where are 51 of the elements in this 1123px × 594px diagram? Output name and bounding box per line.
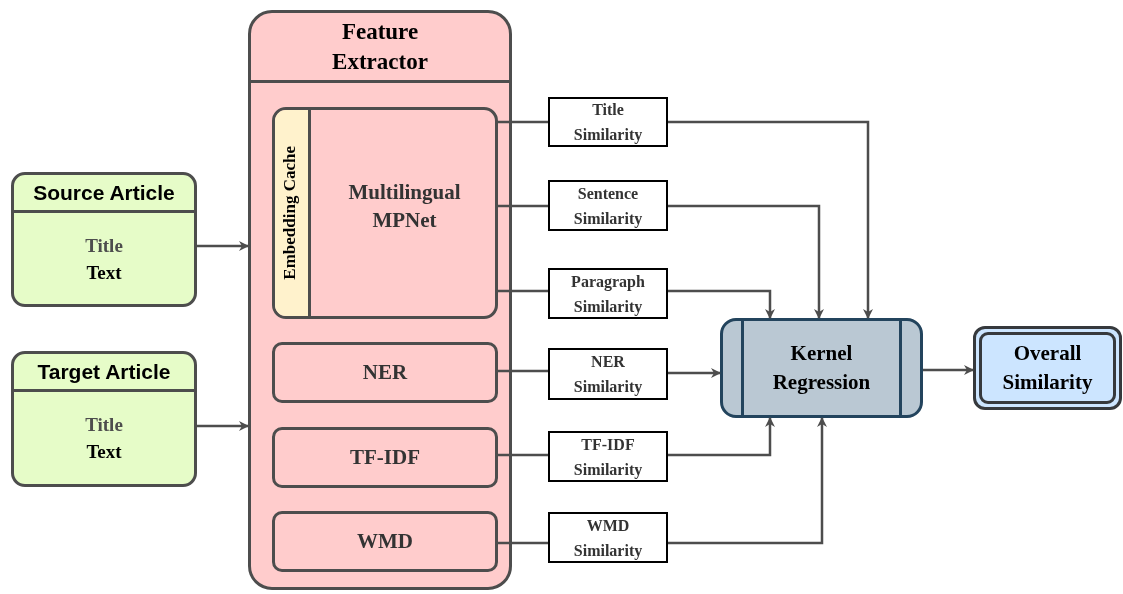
score-label: Paragraph Similarity bbox=[570, 271, 646, 318]
score-label: Sentence Similarity bbox=[572, 183, 644, 230]
cache-strip bbox=[275, 110, 311, 316]
module-box bbox=[272, 342, 498, 403]
score-box bbox=[548, 431, 668, 482]
cache-label: Embedding Cache bbox=[279, 146, 301, 280]
result-box bbox=[973, 326, 1122, 410]
module-box bbox=[272, 427, 498, 488]
arrow bbox=[197, 241, 249, 251]
score-label: NER Similarity bbox=[572, 352, 644, 398]
connector-line bbox=[497, 369, 548, 373]
score-box bbox=[548, 97, 668, 147]
connector-line bbox=[497, 120, 548, 124]
score-box bbox=[548, 512, 668, 563]
arrow bbox=[197, 421, 249, 431]
module-label: TF-IDF bbox=[350, 443, 420, 471]
score-label: WMD Similarity bbox=[572, 515, 644, 562]
score-label: TF-IDF Similarity bbox=[572, 434, 644, 481]
connector-line bbox=[497, 204, 548, 208]
article-card bbox=[11, 172, 197, 307]
arrow bbox=[668, 120, 873, 319]
score-box bbox=[548, 348, 668, 400]
card-heading: Target Article bbox=[14, 354, 194, 392]
article-card bbox=[11, 351, 197, 487]
model-label: Multilingual MPNet bbox=[347, 179, 462, 234]
model-box bbox=[272, 107, 498, 319]
arrow bbox=[668, 417, 827, 545]
score-box bbox=[548, 180, 668, 231]
arrow bbox=[668, 417, 775, 457]
extractor-panel bbox=[248, 10, 512, 590]
arrow bbox=[668, 289, 775, 319]
field-label: Text bbox=[86, 260, 122, 285]
score-box bbox=[548, 268, 668, 319]
process-box bbox=[720, 318, 923, 418]
module-label: WMD bbox=[357, 527, 413, 555]
connector-line bbox=[497, 289, 548, 293]
field-label: Title bbox=[85, 413, 123, 437]
arrow bbox=[668, 368, 721, 378]
connector-line bbox=[497, 541, 548, 545]
connector-line bbox=[497, 453, 548, 457]
panel-heading: Feature Extractor bbox=[331, 17, 429, 76]
card-heading: Source Article bbox=[14, 175, 194, 213]
arrow bbox=[923, 365, 974, 375]
process-label: Kernel Regression bbox=[771, 340, 872, 396]
score-label: Title Similarity bbox=[572, 100, 644, 146]
arrow bbox=[668, 204, 824, 319]
field-label: Text bbox=[86, 440, 122, 464]
module-box bbox=[272, 511, 498, 572]
field-label: Title bbox=[85, 233, 123, 258]
result-label: Overall Similarity bbox=[1001, 340, 1094, 396]
module-label: NER bbox=[362, 358, 408, 386]
